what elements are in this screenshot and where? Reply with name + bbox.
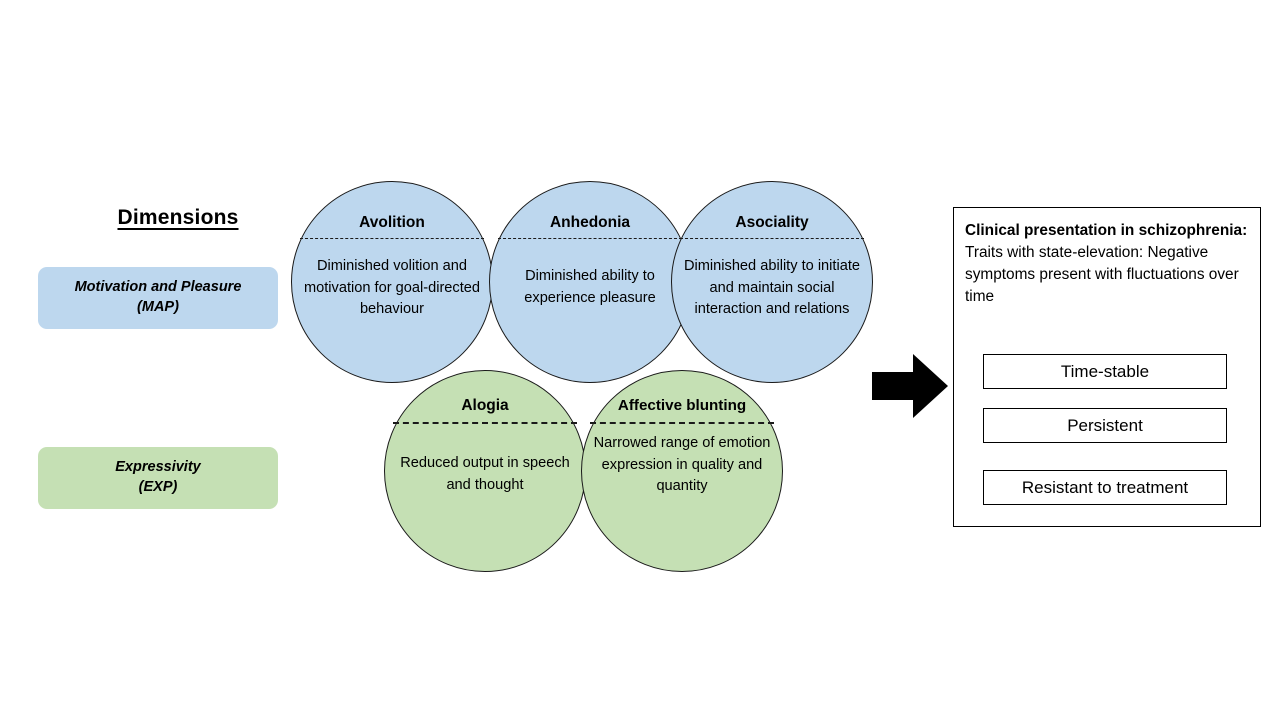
clinical-presentation-text: Clinical presentation in schizophrenia: … [965,220,1251,308]
outcome-label: Time-stable [1060,361,1150,381]
page-title: Dimensions [117,206,239,229]
dimension-box-map-line1: Motivation and Pleasure [74,279,242,296]
outcome-box-time-stable: Time-stable [983,354,1227,389]
circle-asociality: Asociality Diminished ability to initiat… [671,181,873,383]
dimension-box-exp-line1: Expressivity [115,459,201,476]
dimension-box-exp: Expressivity (EXP) [38,447,278,509]
circle-anhedonia: Anhedonia Diminished ability to experien… [489,181,691,383]
circle-avolition-title: Avolition [359,214,425,231]
circle-affective-blunting-body: Narrowed range of emotion expression in … [593,435,771,495]
outcome-label: Persistent [1067,415,1143,435]
circle-asociality-divider [680,238,864,239]
circle-asociality-body: Diminished ability to initiate and maint… [683,258,861,318]
circle-affective-blunting-title: Affective blunting [617,397,747,414]
dimension-box-exp-line2: (EXP) [138,479,178,495]
circle-anhedonia-title: Anhedonia [549,214,631,231]
clinical-presentation-panel: Clinical presentation in schizophrenia: … [953,207,1261,527]
circle-asociality-title: Asociality [735,214,809,231]
circle-anhedonia-body: Diminished ability to experience pleasur… [524,268,656,306]
circle-affective-blunting: Affective blunting Narrowed range of emo… [581,370,783,572]
dimension-box-map-line2: (MAP) [137,299,179,315]
circle-avolition: Avolition Diminished volition and motiva… [291,181,493,383]
clinical-presentation-lead: Clinical presentation in schizophrenia: [965,222,1248,239]
circle-alogia-divider [393,422,577,424]
circle-avolition-divider [300,238,484,239]
dimension-box-map: Motivation and Pleasure (MAP) [38,267,278,329]
circle-alogia: Alogia Reduced output in speech and thou… [384,370,586,572]
circle-alogia-body: Reduced output in speech and thought [400,455,570,493]
clinical-presentation-description: Traits with state-elevation: Negative sy… [965,243,1239,305]
circle-affective-blunting-divider [590,422,774,424]
circle-anhedonia-divider [498,238,682,239]
right-arrow-icon [872,354,948,418]
outcome-box-resistant-to-treatment: Resistant to treatment [983,470,1227,505]
circle-alogia-title: Alogia [461,397,509,414]
outcome-label: Resistant to treatment [1021,477,1189,497]
circle-avolition-body: Diminished volition and motivation for g… [303,258,481,318]
outcome-box-persistent: Persistent [983,408,1227,443]
